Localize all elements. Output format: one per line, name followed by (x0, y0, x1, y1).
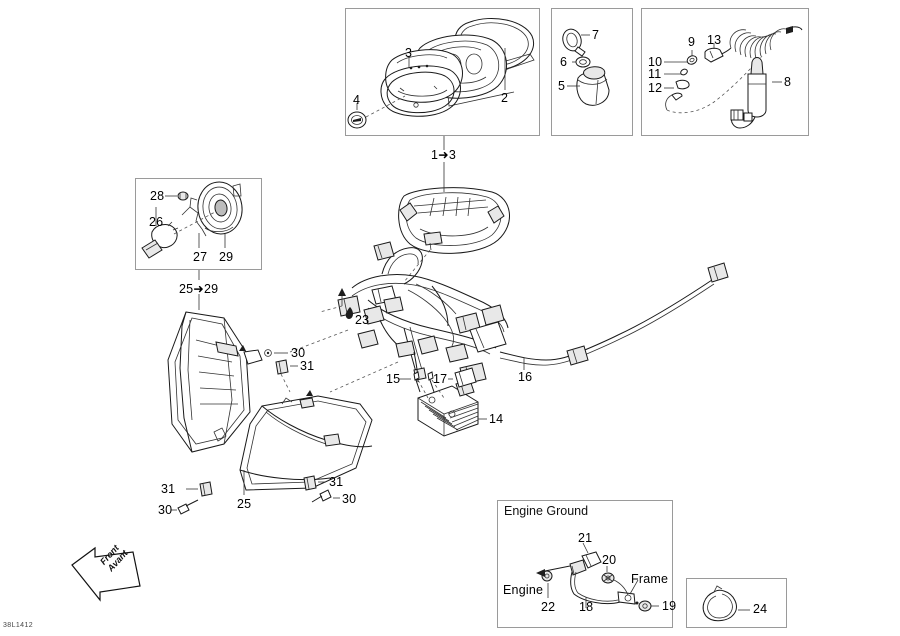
art-cap-assembly (562, 28, 610, 106)
diagram-code: 38L1412 (3, 622, 34, 629)
callout-22: 22 (541, 600, 556, 614)
art-voltage-regulator (399, 367, 487, 437)
callout-9: 9 (688, 35, 696, 49)
callout-16: 16 (518, 370, 533, 384)
group-label-25-to-29: 25➜29 (179, 282, 219, 296)
callout-6: 6 (560, 55, 568, 69)
callout-31-top: 31 (300, 359, 315, 373)
art-headlight-bulb (141, 181, 243, 259)
engine-ground-title: Engine Ground (504, 504, 589, 518)
callout-25-main: 25 (237, 497, 252, 511)
callout-5: 5 (558, 79, 566, 93)
art-engine-ground (536, 542, 659, 612)
callout-2: 2 (501, 91, 509, 105)
callout-15: 15 (386, 372, 401, 386)
callout-30-right: 30 (342, 492, 357, 506)
callout-12: 12 (648, 81, 663, 95)
callout-13: 13 (707, 33, 722, 47)
callout-30-left: 30 (158, 503, 173, 517)
callout-7: 7 (592, 28, 600, 42)
art-headlight-assembly (167, 311, 373, 515)
callout-27: 27 (193, 250, 208, 264)
engine-label: Engine (503, 583, 544, 597)
callout-14: 14 (489, 412, 504, 426)
group-label-1-to-3: 1➜3 (431, 148, 456, 162)
art-strap-clamp (702, 585, 750, 622)
callout-23: 23 (355, 313, 370, 327)
callout-8: 8 (784, 75, 792, 89)
art-power-outlet-cord (664, 26, 803, 129)
callout-4: 4 (353, 93, 361, 107)
callout-30-top: 30 (291, 346, 306, 360)
art-gauge-cluster (347, 18, 535, 129)
callout-11: 11 (648, 67, 662, 81)
callout-31-left: 31 (161, 482, 176, 496)
callout-21: 21 (578, 531, 593, 545)
callout-3: 3 (405, 46, 413, 60)
front-direction-arrow (71, 546, 141, 602)
callout-19: 19 (662, 599, 677, 613)
callout-10: 10 (648, 55, 663, 69)
callout-24: 24 (753, 602, 768, 616)
callout-20: 20 (602, 553, 617, 567)
callout-31-right: 31 (329, 475, 344, 489)
frame-label: Frame (631, 572, 669, 586)
callout-17: 17 (433, 372, 448, 386)
callout-18: 18 (579, 600, 594, 614)
callout-29: 29 (219, 250, 234, 264)
callout-26: 26 (149, 215, 164, 229)
art-main-gauge (398, 186, 510, 283)
detail-box-strap-clamp (686, 578, 787, 628)
callout-28: 28 (150, 189, 165, 203)
